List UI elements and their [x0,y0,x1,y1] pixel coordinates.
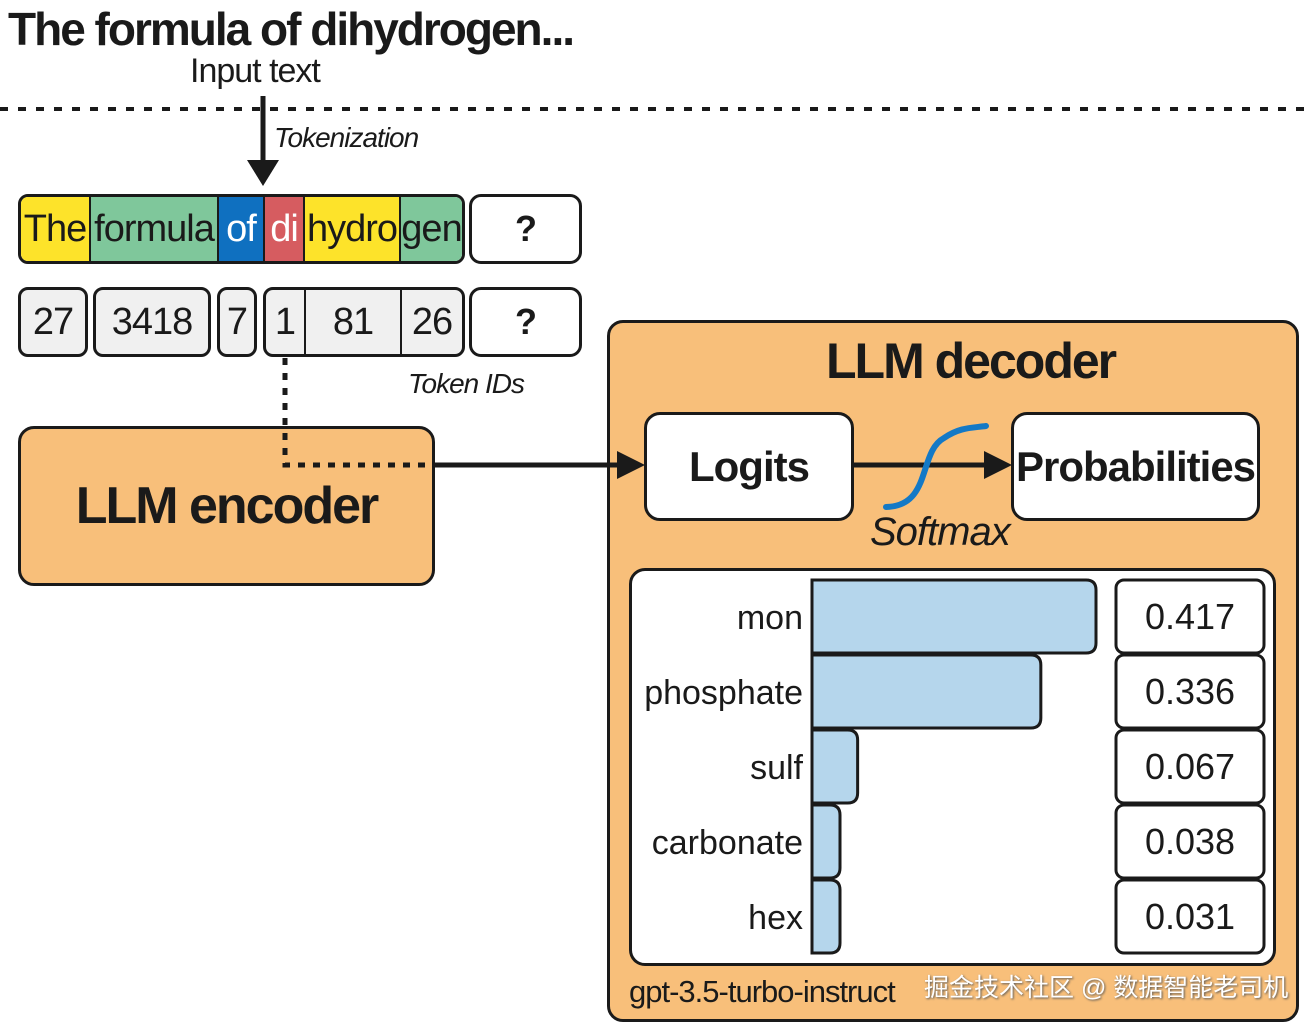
llm-decoder-title: LLM decoder [826,333,1117,389]
token-text: di [270,207,299,250]
token-cell-5: gen [401,197,462,261]
input-sentence: The formula of dihydrogen... [8,3,575,55]
token-id-cell: 1 [266,290,306,354]
token-text: The [23,207,87,250]
token-cell-2: of [219,197,265,261]
token-id-box: 27 [18,287,88,357]
probability-chart-panel [629,568,1276,966]
probabilities-box: Probabilities [1011,412,1260,521]
input-text-label: Input text [190,52,321,90]
llm-encoder-box: LLM encoder [18,426,435,586]
token-ids-label: Token IDs [408,368,525,399]
token-id-group: 1 81 26 [263,287,465,357]
token-cell-1: formula [91,197,219,261]
token-id-box: 7 [217,287,257,357]
token-cell-0: The [21,197,91,261]
tokenization-arrow-head [247,160,279,186]
softmax-label: Softmax [870,510,1011,554]
watermark-text: 掘金技术社区 @ 数据智能老司机 [924,974,1289,1002]
next-token-placeholder: ? [469,194,582,264]
next-token-id-placeholder: ? [469,287,582,357]
logits-box: Logits [644,412,854,521]
token-text: formula [94,207,215,250]
tokenization-label: Tokenization [274,122,419,153]
token-id-cell: 26 [411,300,453,343]
token-strip: The formula of di hydro gen [18,194,465,264]
token-id-cell: 81 [306,290,402,354]
token-text: of [226,207,257,250]
token-cell-3: di [265,197,305,261]
token-text: gen [401,207,462,250]
model-name-label: gpt-3.5-turbo-instruct [629,974,896,1009]
token-id-box: 3418 [93,287,211,357]
token-text: hydro [306,207,398,250]
token-cell-4: hydro [305,197,401,261]
